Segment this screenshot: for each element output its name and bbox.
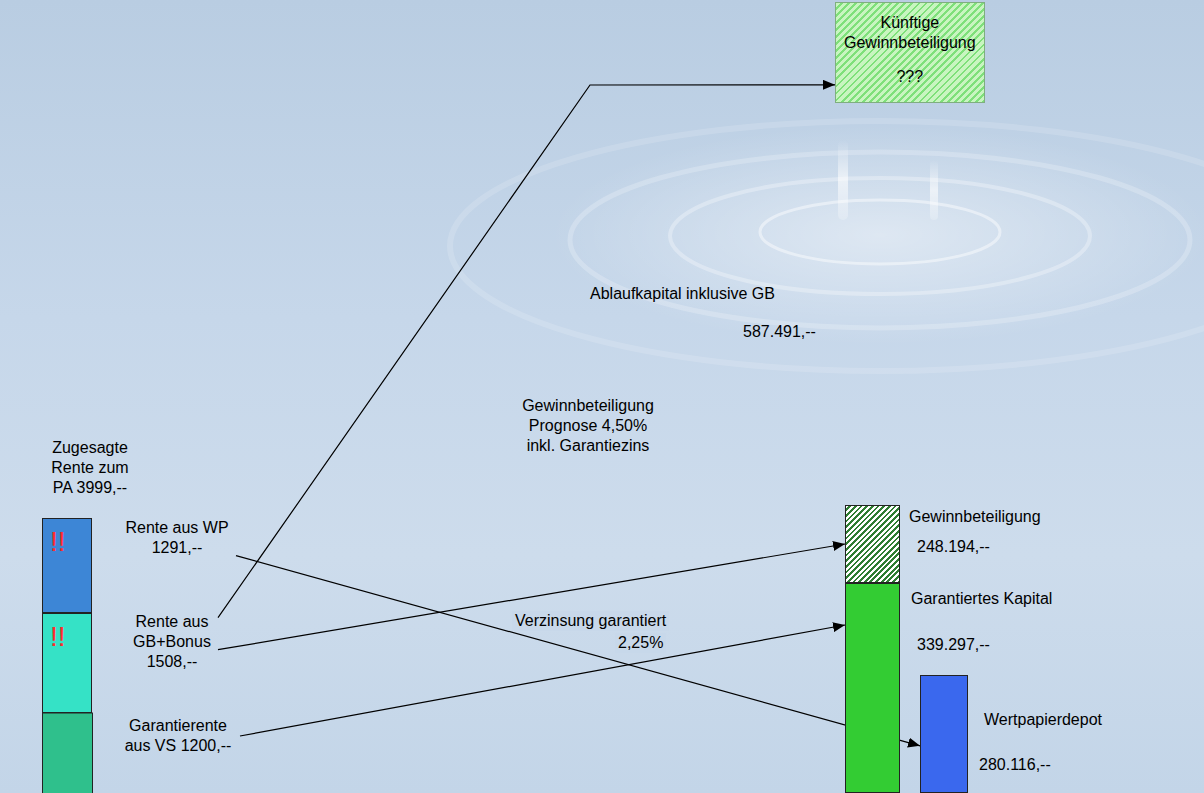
bar-label: Wertpapierdepot [984, 710, 1102, 730]
bar-label: 280.116,-- [979, 755, 1051, 775]
note-label: 587.491,-- [743, 322, 816, 342]
node-text: !! [43, 614, 91, 652]
node-text: ??? [844, 67, 976, 87]
water-glow [550, 125, 1204, 345]
node-text: Rente aus GB+Bonus 1508,-- [130, 612, 214, 672]
arrow-connector [218, 85, 835, 618]
water-drop [838, 140, 848, 220]
pension-label: Garantierente aus VS 1200,-- [116, 714, 240, 758]
ripple [670, 178, 1090, 294]
bar-segment [43, 713, 93, 793]
bar-segment: Gewinnbeteiligung248.194,-- [845, 505, 900, 583]
bar-segment: Wertpapierdepot280.116,-- [920, 675, 968, 793]
node-text: Rente aus WP 1291,-- [122, 518, 232, 558]
bar-label: 339.297,-- [917, 635, 990, 655]
note-label: 2,25% [615, 633, 666, 653]
note-label: Ablaufkapital inklusive GB [590, 284, 775, 304]
water-drop [930, 160, 938, 220]
note-label: Verzinsung garantiert [512, 611, 669, 631]
bar-label: Garantiertes Kapital [911, 589, 1052, 609]
ripple [760, 200, 1000, 264]
bar-segment: !! [42, 613, 92, 713]
arrow-connector [236, 556, 920, 746]
node-text: !! [43, 519, 91, 557]
node-text: Künftige Gewinnbeteiligung [844, 13, 976, 53]
bar-segment: !! [42, 518, 92, 613]
pension-label: Rente aus WP 1291,-- [118, 516, 236, 560]
ripple [570, 152, 1190, 328]
arrow-connector [218, 544, 845, 650]
note-label: Zugesagte Rente zum PA 3999,-- [42, 438, 138, 498]
bar-label: 248.194,-- [917, 537, 990, 557]
bar-segment: Garantiertes Kapital339.297,-- [845, 583, 900, 793]
ripple [450, 121, 1204, 371]
note-label: Gewinnbeteiligung Prognose 4,50% inkl. G… [515, 396, 661, 456]
node-text: Garantierente aus VS 1200,-- [120, 716, 236, 756]
pension-label: Rente aus GB+Bonus 1508,-- [126, 610, 218, 674]
arrow-connector [240, 625, 845, 736]
future-box: Künftige Gewinnbeteiligung??? [835, 2, 985, 103]
bar-label: Gewinnbeteiligung [909, 507, 1041, 527]
